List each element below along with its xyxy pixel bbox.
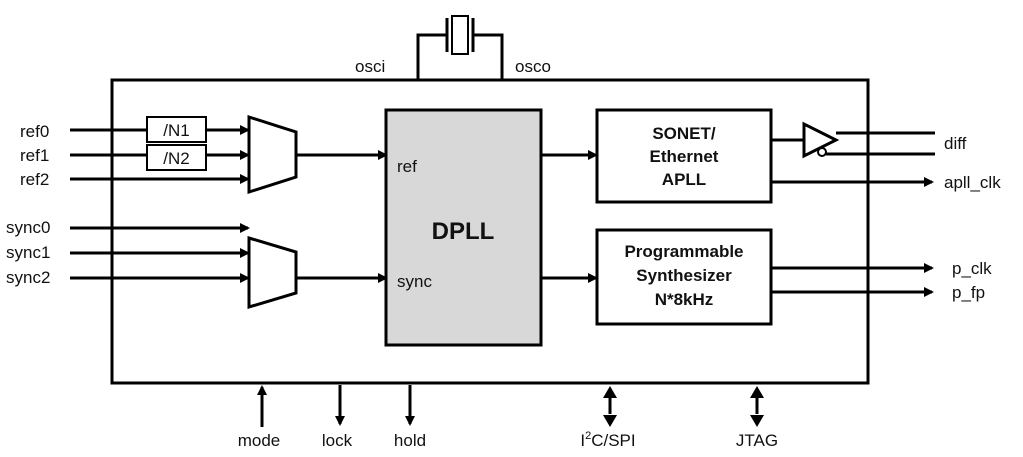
pin-label-hold: hold: [394, 431, 426, 450]
input-label-ref0: ref0: [20, 122, 49, 141]
apll-line-1: SONET/: [652, 124, 716, 143]
pin-label-jtag: JTAG: [736, 431, 778, 450]
input-label-sync2: sync2: [6, 268, 50, 287]
synthesizer-block: [595, 228, 773, 326]
output-label-apll-clk: apll_clk: [944, 173, 1001, 192]
pin-label-mode: mode: [238, 431, 281, 450]
output-label-p-fp: p_fp: [952, 283, 985, 302]
pin-label-lock: lock: [322, 431, 353, 450]
apll-block: [595, 108, 773, 204]
sync-mux: [247, 235, 298, 310]
input-label-sync0: sync0: [6, 218, 50, 237]
pin-label-i2c-spi: I2C/SPI: [580, 430, 635, 450]
apll-line-2: Ethernet: [650, 147, 719, 166]
i2c-spi-arrow-up: [603, 386, 617, 398]
crystal-body: [451, 15, 469, 55]
chip-outline: [110, 78, 870, 385]
synth-line-2: Synthesizer: [636, 266, 732, 285]
dpll-block: [384, 108, 543, 347]
input-label-ref1: ref1: [20, 146, 49, 165]
dpll-sync-port-label: sync: [397, 272, 432, 291]
divider-n2-label: /N2: [163, 149, 189, 168]
osci-wire: [416, 33, 447, 80]
ref-mux: [247, 114, 298, 195]
synth-line-1: Programmable: [624, 242, 743, 261]
divider-n2-box: [146, 144, 207, 171]
jtag-arrow-down: [750, 415, 764, 427]
divider-n1-box: [146, 116, 207, 143]
osci-label: osci: [355, 57, 385, 76]
dpll-title: DPLL: [432, 218, 495, 245]
osco-label: osco: [515, 57, 551, 76]
synth-line-3: N*8kHz: [655, 290, 714, 309]
output-label-diff: diff: [944, 134, 967, 153]
jtag-arrow-up: [750, 386, 764, 398]
i2c-spi-arrow-down: [603, 415, 617, 427]
output-label-p-clk: p_clk: [952, 259, 992, 278]
dpll-ref-port-label: ref: [397, 157, 417, 176]
input-label-sync1: sync1: [6, 243, 50, 262]
apll-line-3: APLL: [662, 170, 706, 189]
diff-buffer-inversion-bubble: [817, 147, 827, 157]
osco-wire: [473, 33, 504, 80]
divider-n1-label: /N1: [163, 121, 189, 140]
crystal-oscillator: [416, 15, 504, 80]
input-label-ref2: ref2: [20, 170, 49, 189]
